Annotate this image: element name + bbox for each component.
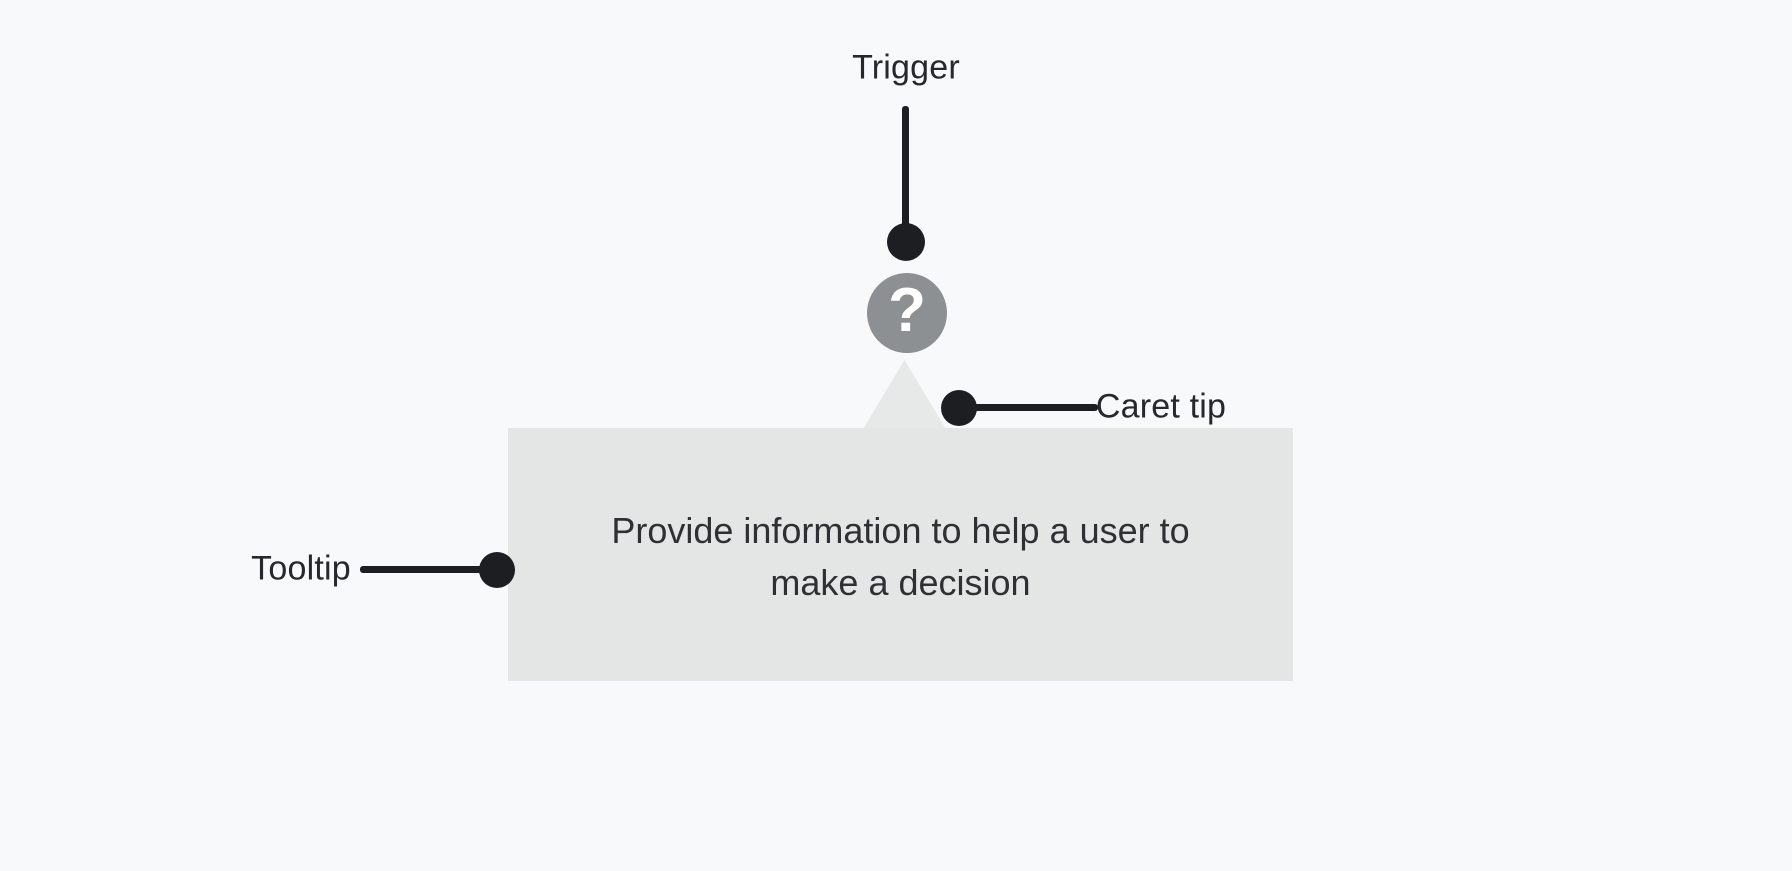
question-mark-glyph: ?: [888, 276, 926, 345]
tooltip-text-line: Provide information to help a user to: [611, 509, 1190, 551]
help-icon[interactable]: ?: [867, 273, 947, 353]
trigger-connector-dot: [887, 223, 925, 261]
tooltip-label: Tooltip: [251, 549, 351, 588]
trigger-connector-line: [902, 106, 909, 227]
tooltip-connector-line: [360, 566, 497, 573]
tooltip-text-line: make a decision: [770, 561, 1031, 603]
tooltip-caret: [863, 360, 946, 429]
tooltip-connector-dot: [479, 552, 515, 588]
trigger-label: Trigger: [852, 48, 960, 87]
caret-tip-connector-line: [959, 404, 1098, 411]
caret-tip-label: Caret tip: [1095, 387, 1227, 426]
tooltip-bubble: Provide information to help a user to ma…: [508, 428, 1293, 681]
